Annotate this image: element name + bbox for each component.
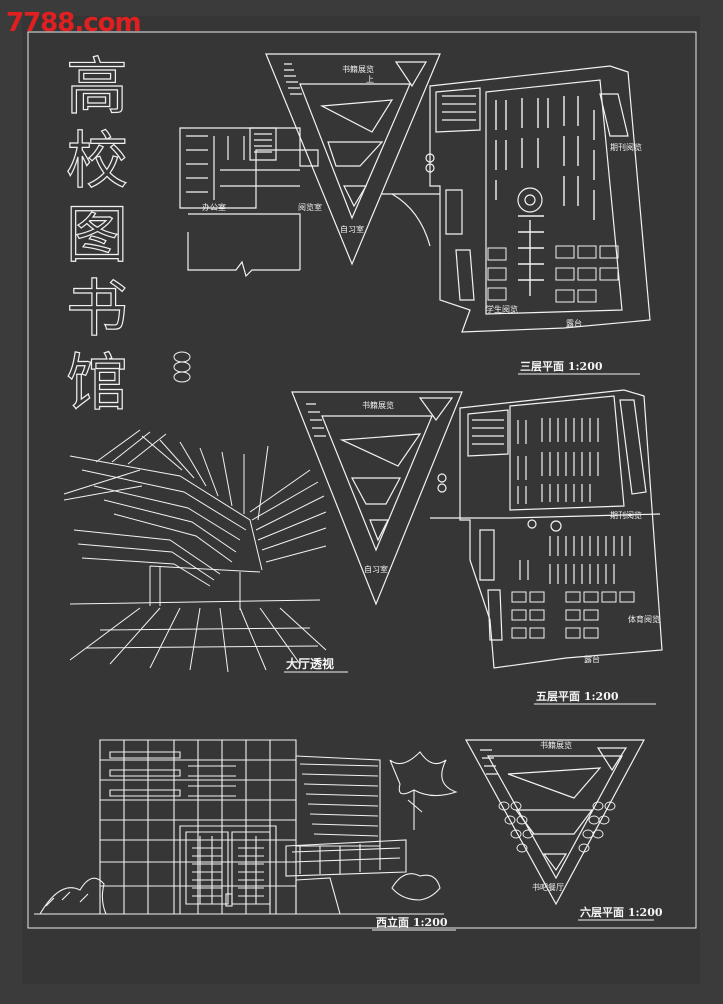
sixth-floor-labels: 书籍展览 书吧餐厅 (532, 740, 572, 892)
sixth-floor-tables (498, 801, 616, 853)
west-elevation-caption: 西立面 1:200 (376, 915, 448, 929)
title-char: 书 (66, 272, 128, 345)
svg-text:期刊阅览: 期刊阅览 (610, 510, 642, 520)
fifth-floor-caption: 五层平面 1:200 (536, 690, 619, 703)
svg-text:书吧餐厅: 书吧餐厅 (532, 882, 564, 892)
svg-text:学生阅览: 学生阅览 (486, 304, 518, 314)
svg-text:露台: 露台 (566, 318, 582, 328)
third-floor-caption: 三层平面 1:200 (520, 360, 603, 373)
site-watermark: 7788.com (6, 8, 142, 38)
title-column: 高 校 图 书 馆 (65, 49, 128, 419)
title-dots (173, 351, 191, 383)
lobby-caption: 大厅透视 (286, 656, 334, 671)
third-floor-stacks (495, 96, 595, 296)
drawing-frame (27, 31, 697, 929)
west-elevation (34, 739, 458, 915)
third-floor-labels: 书籍展览 上 自习室 阅览室 办公室 期刊阅览 学生阅览 露台 (202, 64, 642, 328)
svg-text:书籍展览: 书籍展览 (540, 740, 572, 750)
third-floor-plan (179, 53, 651, 333)
svg-text:书籍展览: 书籍展览 (362, 400, 394, 410)
title-char: 高 (66, 50, 128, 123)
svg-text:体育阅览: 体育阅览 (628, 614, 660, 624)
svg-text:上: 上 (366, 75, 374, 84)
svg-text:阅览室: 阅览室 (298, 202, 322, 212)
svg-text:期刊阅览: 期刊阅览 (610, 142, 642, 152)
sixth-floor-caption: 六层平面 1:200 (580, 905, 663, 919)
sixth-floor-plan (464, 739, 646, 906)
fifth-floor-labels: 书籍展览 自习室 期刊阅览 体育阅览 露台 (362, 400, 660, 664)
fifth-floor-plan (291, 389, 663, 669)
paper-sheet (22, 16, 700, 984)
title-char: 馆 (66, 346, 128, 419)
title-char: 校 (66, 124, 128, 197)
title-char: 图 (66, 198, 128, 271)
fifth-floor-tables (511, 591, 635, 639)
svg-text:露台: 露台 (584, 654, 600, 664)
third-floor-tables (487, 245, 619, 303)
svg-text:自习室: 自习室 (364, 564, 388, 574)
svg-text:自习室: 自习室 (340, 224, 364, 234)
lobby-perspective (63, 429, 327, 673)
svg-text:办公室: 办公室 (202, 202, 226, 212)
fifth-floor-stacks (517, 418, 631, 584)
svg-text:书籍展览: 书籍展览 (342, 64, 374, 74)
